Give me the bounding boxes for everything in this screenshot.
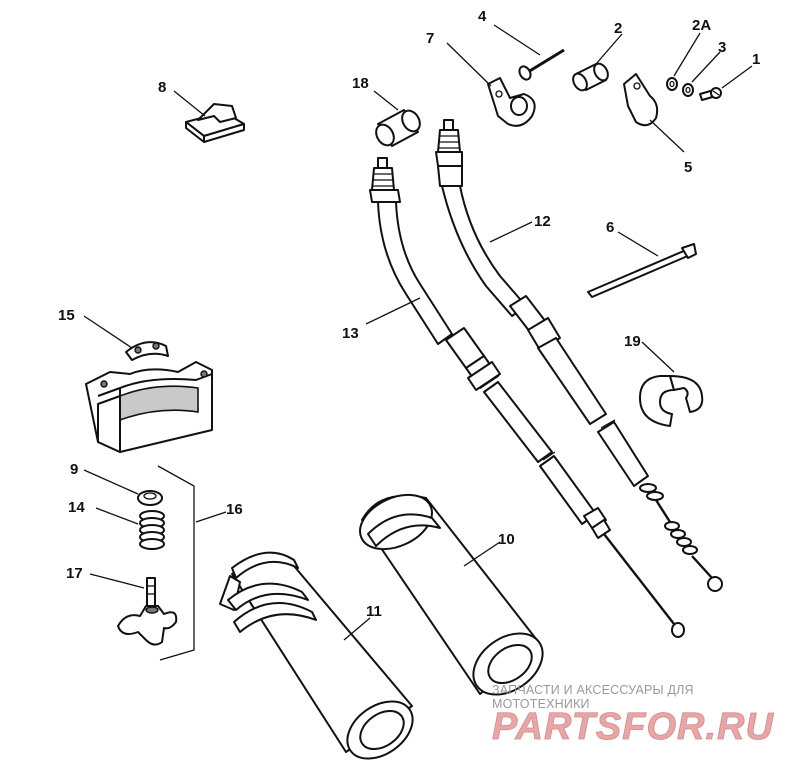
callout-9: 9 [70, 461, 78, 478]
part-7-clamp [487, 77, 536, 127]
leader-11 [343, 617, 371, 641]
leader-5 [649, 119, 685, 153]
part-19-clip [639, 375, 704, 427]
leader-15 [83, 315, 133, 349]
leader-19 [641, 341, 675, 373]
callout-14: 14 [68, 499, 85, 516]
leader-18 [373, 90, 399, 111]
callout-1: 1 [752, 51, 760, 68]
leader-1 [721, 65, 753, 89]
callout-17: 17 [66, 565, 83, 582]
switch-housing [85, 361, 213, 453]
callout-10: 10 [498, 531, 515, 548]
part-4-rivet [518, 48, 565, 81]
callout-19: 19 [624, 333, 641, 350]
callout-11: 11 [366, 603, 382, 620]
leader-2 [595, 33, 623, 65]
callout-4: 4 [478, 8, 487, 25]
leader-17 [89, 573, 145, 589]
callout-8: 8 [158, 79, 166, 96]
part-17-knob [117, 577, 178, 646]
part-3-lockwasher [682, 83, 694, 97]
callout-3: 3 [718, 39, 726, 56]
part-18-sleeve [375, 109, 421, 147]
watermark-logo: PARTSFOR.RU [492, 706, 774, 749]
part-10-grip [359, 493, 544, 696]
part-13-cable [369, 157, 685, 638]
leader-2a [673, 32, 701, 77]
callout-12: 12 [534, 213, 551, 230]
part-8-clip [185, 103, 245, 143]
leader-12 [489, 221, 533, 243]
leader-6 [617, 231, 659, 257]
part-6-tie [587, 243, 697, 298]
callout-6: 6 [606, 219, 614, 236]
callout-18: 18 [352, 75, 369, 92]
leader-4 [493, 24, 541, 56]
leader-8 [173, 90, 206, 117]
part-5-bracket [623, 73, 659, 127]
leader-16 [195, 511, 227, 523]
callout-5: 5 [684, 159, 692, 176]
part-9-nut [137, 490, 163, 506]
watermark-logo-text: PARTSFOR.RU [492, 706, 774, 748]
callout-15: 15 [58, 307, 75, 324]
part-11-grip [219, 551, 414, 760]
bracket-16 [157, 465, 195, 661]
leader-10 [463, 541, 501, 567]
leader-3 [691, 51, 721, 83]
part-15-cap [125, 341, 169, 361]
part-2a-washer [666, 77, 678, 91]
callout-16: 16 [226, 501, 243, 518]
callout-13: 13 [342, 325, 359, 342]
part-12-cable [435, 119, 723, 592]
leader-13 [365, 297, 421, 325]
callout-2: 2 [614, 20, 622, 37]
leader-9 [83, 469, 139, 495]
callout-7: 7 [426, 30, 434, 47]
leader-7 [446, 42, 492, 87]
watermark-tagline: ЗАПЧАСТИ И АКСЕССУАРЫ ДЛЯ МОТОТЕХНИКИ [492, 683, 694, 711]
part-14-spring [139, 510, 165, 550]
leader-14 [95, 507, 139, 525]
callout-2a: 2A [692, 17, 711, 34]
part-1-screw [699, 87, 722, 101]
part-2-bushing [572, 62, 609, 92]
